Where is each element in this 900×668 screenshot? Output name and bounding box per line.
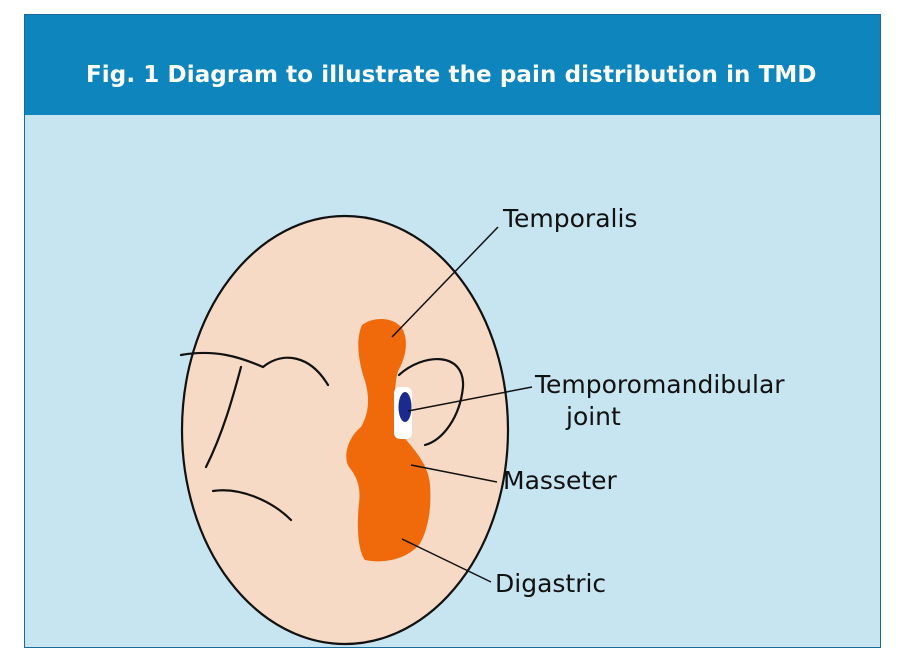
digastric-leader-line	[401, 538, 492, 583]
digastric-label: Digastric	[495, 569, 606, 598]
figure-panel: Fig. 1 Diagram to illustrate the pain di…	[24, 14, 881, 648]
eye-line	[179, 351, 330, 387]
figure-title: Fig. 1 Diagram to illustrate the pain di…	[86, 62, 817, 88]
ear-outline	[397, 357, 465, 447]
masseter-label: Masseter	[503, 466, 618, 495]
tmj-leader-line	[407, 386, 533, 412]
tmj-label-line2: joint	[565, 402, 621, 431]
head-outline	[180, 214, 510, 646]
temporalis-leader-line	[391, 226, 499, 338]
tmd-diagram: Temporalis Temporomandibular joint Masse…	[179, 204, 785, 646]
masseter-leader-line	[410, 464, 498, 483]
mouth-line	[211, 489, 293, 522]
temporalis-label: Temporalis	[502, 204, 637, 233]
pain-area	[346, 318, 431, 562]
figure-header: Fig. 1 Diagram to illustrate the pain di…	[25, 15, 880, 115]
tmj-joint-marker	[398, 392, 412, 422]
tmj-label-line1: Temporomandibular	[534, 370, 785, 399]
nose-line	[204, 365, 243, 469]
